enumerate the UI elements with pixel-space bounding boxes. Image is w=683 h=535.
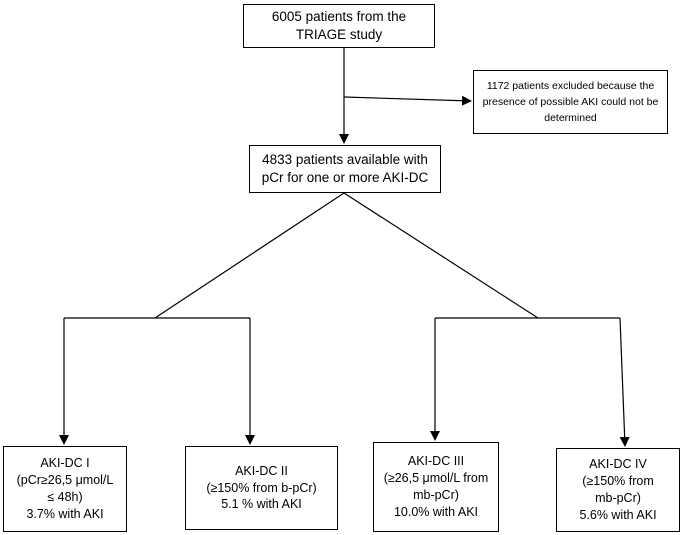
box-akidc4-title: AKI-DC IV	[589, 457, 647, 472]
box-akidc2-criterion: (≥150% from b-pCr)	[206, 480, 317, 495]
box-akidc3-baseline: mb-pCr)	[413, 488, 459, 502]
box-akidc3: AKI-DC III (≥26,5 μmol/L from mb-pCr) 10…	[373, 442, 499, 532]
box-start-line1: 6005 patients from the	[271, 8, 407, 24]
box-akidc2-rate: 5.1 % with AKI	[221, 497, 302, 512]
box-akidc1-window: ≤ 48h)	[47, 490, 83, 504]
branch-line-right	[343, 192, 539, 319]
box-akidc1-title: AKI-DC I	[40, 456, 90, 471]
box-start-line2: TRIAGE study	[295, 27, 383, 42]
box-akidc4: AKI-DC IV (≥150% from mb-pCr) 5.6% with …	[556, 448, 680, 532]
box-akidc3-rate: 10.0% with AKI	[393, 504, 479, 519]
branch-line-left	[154, 192, 345, 319]
box-excluded-line3: determined	[544, 112, 597, 125]
box-akidc4-baseline: mb-pCr)	[595, 491, 641, 505]
box-akidc1: AKI-DC I (pCr≥26,5 μmol/L ≤ 48h) 3.7% wi…	[3, 446, 127, 532]
box-excluded-line1: 1172 patients excluded because the	[486, 79, 655, 92]
box-akidc4-criterion: (≥150% from	[582, 474, 654, 489]
box-available-line1: 4833 patients available with	[262, 151, 428, 167]
box-excluded-line2: presence of possible AKI could not be	[482, 95, 659, 108]
box-akidc4-rate: 5.6% with AKI	[579, 507, 657, 522]
box-akidc1-rate: 3.7% with AKI	[26, 506, 104, 521]
box-akidc1-criterion: (pCr≥26,5 μmol/L	[16, 473, 114, 488]
box-akidc2-title: AKI-DC II	[235, 463, 288, 478]
box-start: 6005 patients from the TRIAGE study	[243, 4, 435, 48]
connector-to-akidc4	[619, 317, 630, 447]
box-akidc3-criterion: (≥26,5 μmol/L from	[383, 471, 489, 486]
box-akidc2: AKI-DC II (≥150% from b-pCr) 5.1 % with …	[185, 446, 338, 530]
box-available-line2: pCr for one or more AKI-DC	[261, 170, 429, 185]
connector-to-excluded	[343, 95, 472, 106]
box-akidc3-title: AKI-DC III	[407, 454, 465, 469]
box-excluded: 1172 patients excluded because the prese…	[473, 70, 668, 134]
box-available: 4833 patients available with pCr for one…	[249, 145, 441, 193]
